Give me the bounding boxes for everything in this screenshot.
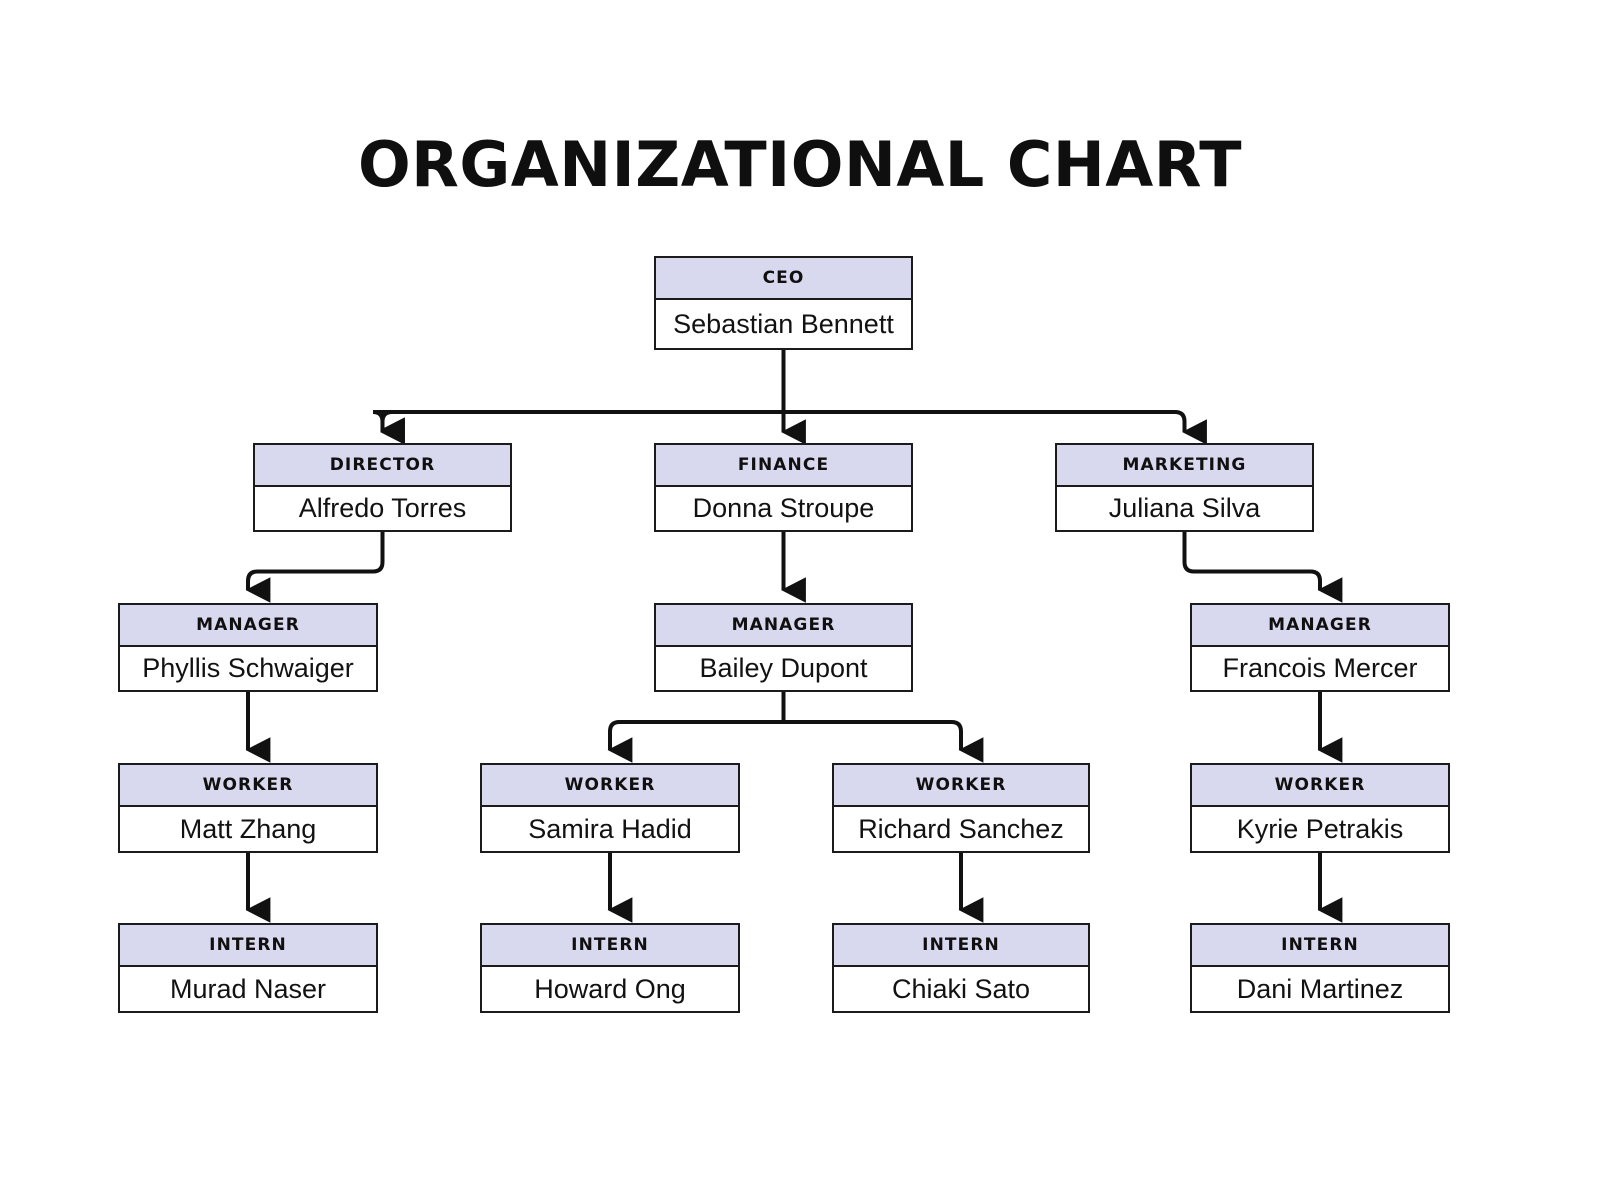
org-node-role: DIRECTOR [255,445,510,487]
org-node-name: Phyllis Schwaiger [142,653,354,683]
org-node-name: Chiaki Sato [891,973,1031,1004]
edge-director-to-manager-1 [245,532,385,603]
org-node-intern-3[interactable]: INTERN Chiaki Sato [832,923,1090,1013]
org-node-name: Samira Hadid [528,813,692,844]
org-node-role: FINANCE [656,445,911,487]
org-node-ceo[interactable]: CEO Sebastian Bennett [654,256,913,350]
org-node-role: MANAGER [120,605,376,647]
org-node-role: MARKETING [1057,445,1312,487]
org-node-role: WORKER [834,765,1088,807]
org-node-role: WORKER [1192,765,1448,807]
org-node-name: Sebastian Bennett [673,308,894,339]
edge-manager-2-to-workers [607,692,984,763]
org-node-role: INTERN [1192,925,1448,967]
org-node-worker-4[interactable]: WORKER Kyrie Petrakis [1190,763,1450,853]
org-node-name: Bailey Dupont [699,653,868,683]
org-node-role: CEO [656,258,911,300]
org-node-worker-1[interactable]: WORKER Matt Zhang [118,763,378,853]
org-node-role: INTERN [120,925,376,967]
org-node-name: Murad Naser [169,973,327,1004]
org-node-intern-1[interactable]: INTERN Murad Naser [118,923,378,1013]
org-node-name: Francois Mercer [1222,653,1418,683]
org-node-worker-3[interactable]: WORKER Richard Sanchez [832,763,1090,853]
org-node-name: Alfredo Torres [298,493,467,523]
org-node-name: Matt Zhang [179,813,317,844]
org-node-name: Donna Stroupe [692,493,875,523]
edge-ceo-to-departments [372,350,1207,445]
org-node-manager-3[interactable]: MANAGER Francois Mercer [1190,603,1450,692]
org-node-name: Juliana Silva [1108,493,1261,523]
org-node-intern-2[interactable]: INTERN Howard Ong [480,923,740,1013]
org-node-role: MANAGER [1192,605,1448,647]
org-node-name: Howard Ong [534,973,686,1004]
org-node-name: Richard Sanchez [858,813,1064,844]
org-node-role: INTERN [834,925,1088,967]
org-node-name: Kyrie Petrakis [1236,813,1404,844]
org-node-worker-2[interactable]: WORKER Samira Hadid [480,763,740,853]
org-node-finance[interactable]: FINANCE Donna Stroupe [654,443,913,532]
org-node-director[interactable]: DIRECTOR Alfredo Torres [253,443,512,532]
org-node-name: Dani Martinez [1236,973,1404,1004]
org-node-role: INTERN [482,925,738,967]
page-title: ORGANIZATIONAL CHART [357,128,1243,201]
org-node-manager-1[interactable]: MANAGER Phyllis Schwaiger [118,603,378,692]
org-node-role: WORKER [120,765,376,807]
org-node-role: MANAGER [656,605,911,647]
org-node-marketing[interactable]: MARKETING Juliana Silva [1055,443,1314,532]
org-node-intern-4[interactable]: INTERN Dani Martinez [1190,923,1450,1013]
edge-marketing-to-manager-3 [1182,532,1343,603]
org-node-manager-2[interactable]: MANAGER Bailey Dupont [654,603,913,692]
org-node-role: WORKER [482,765,738,807]
